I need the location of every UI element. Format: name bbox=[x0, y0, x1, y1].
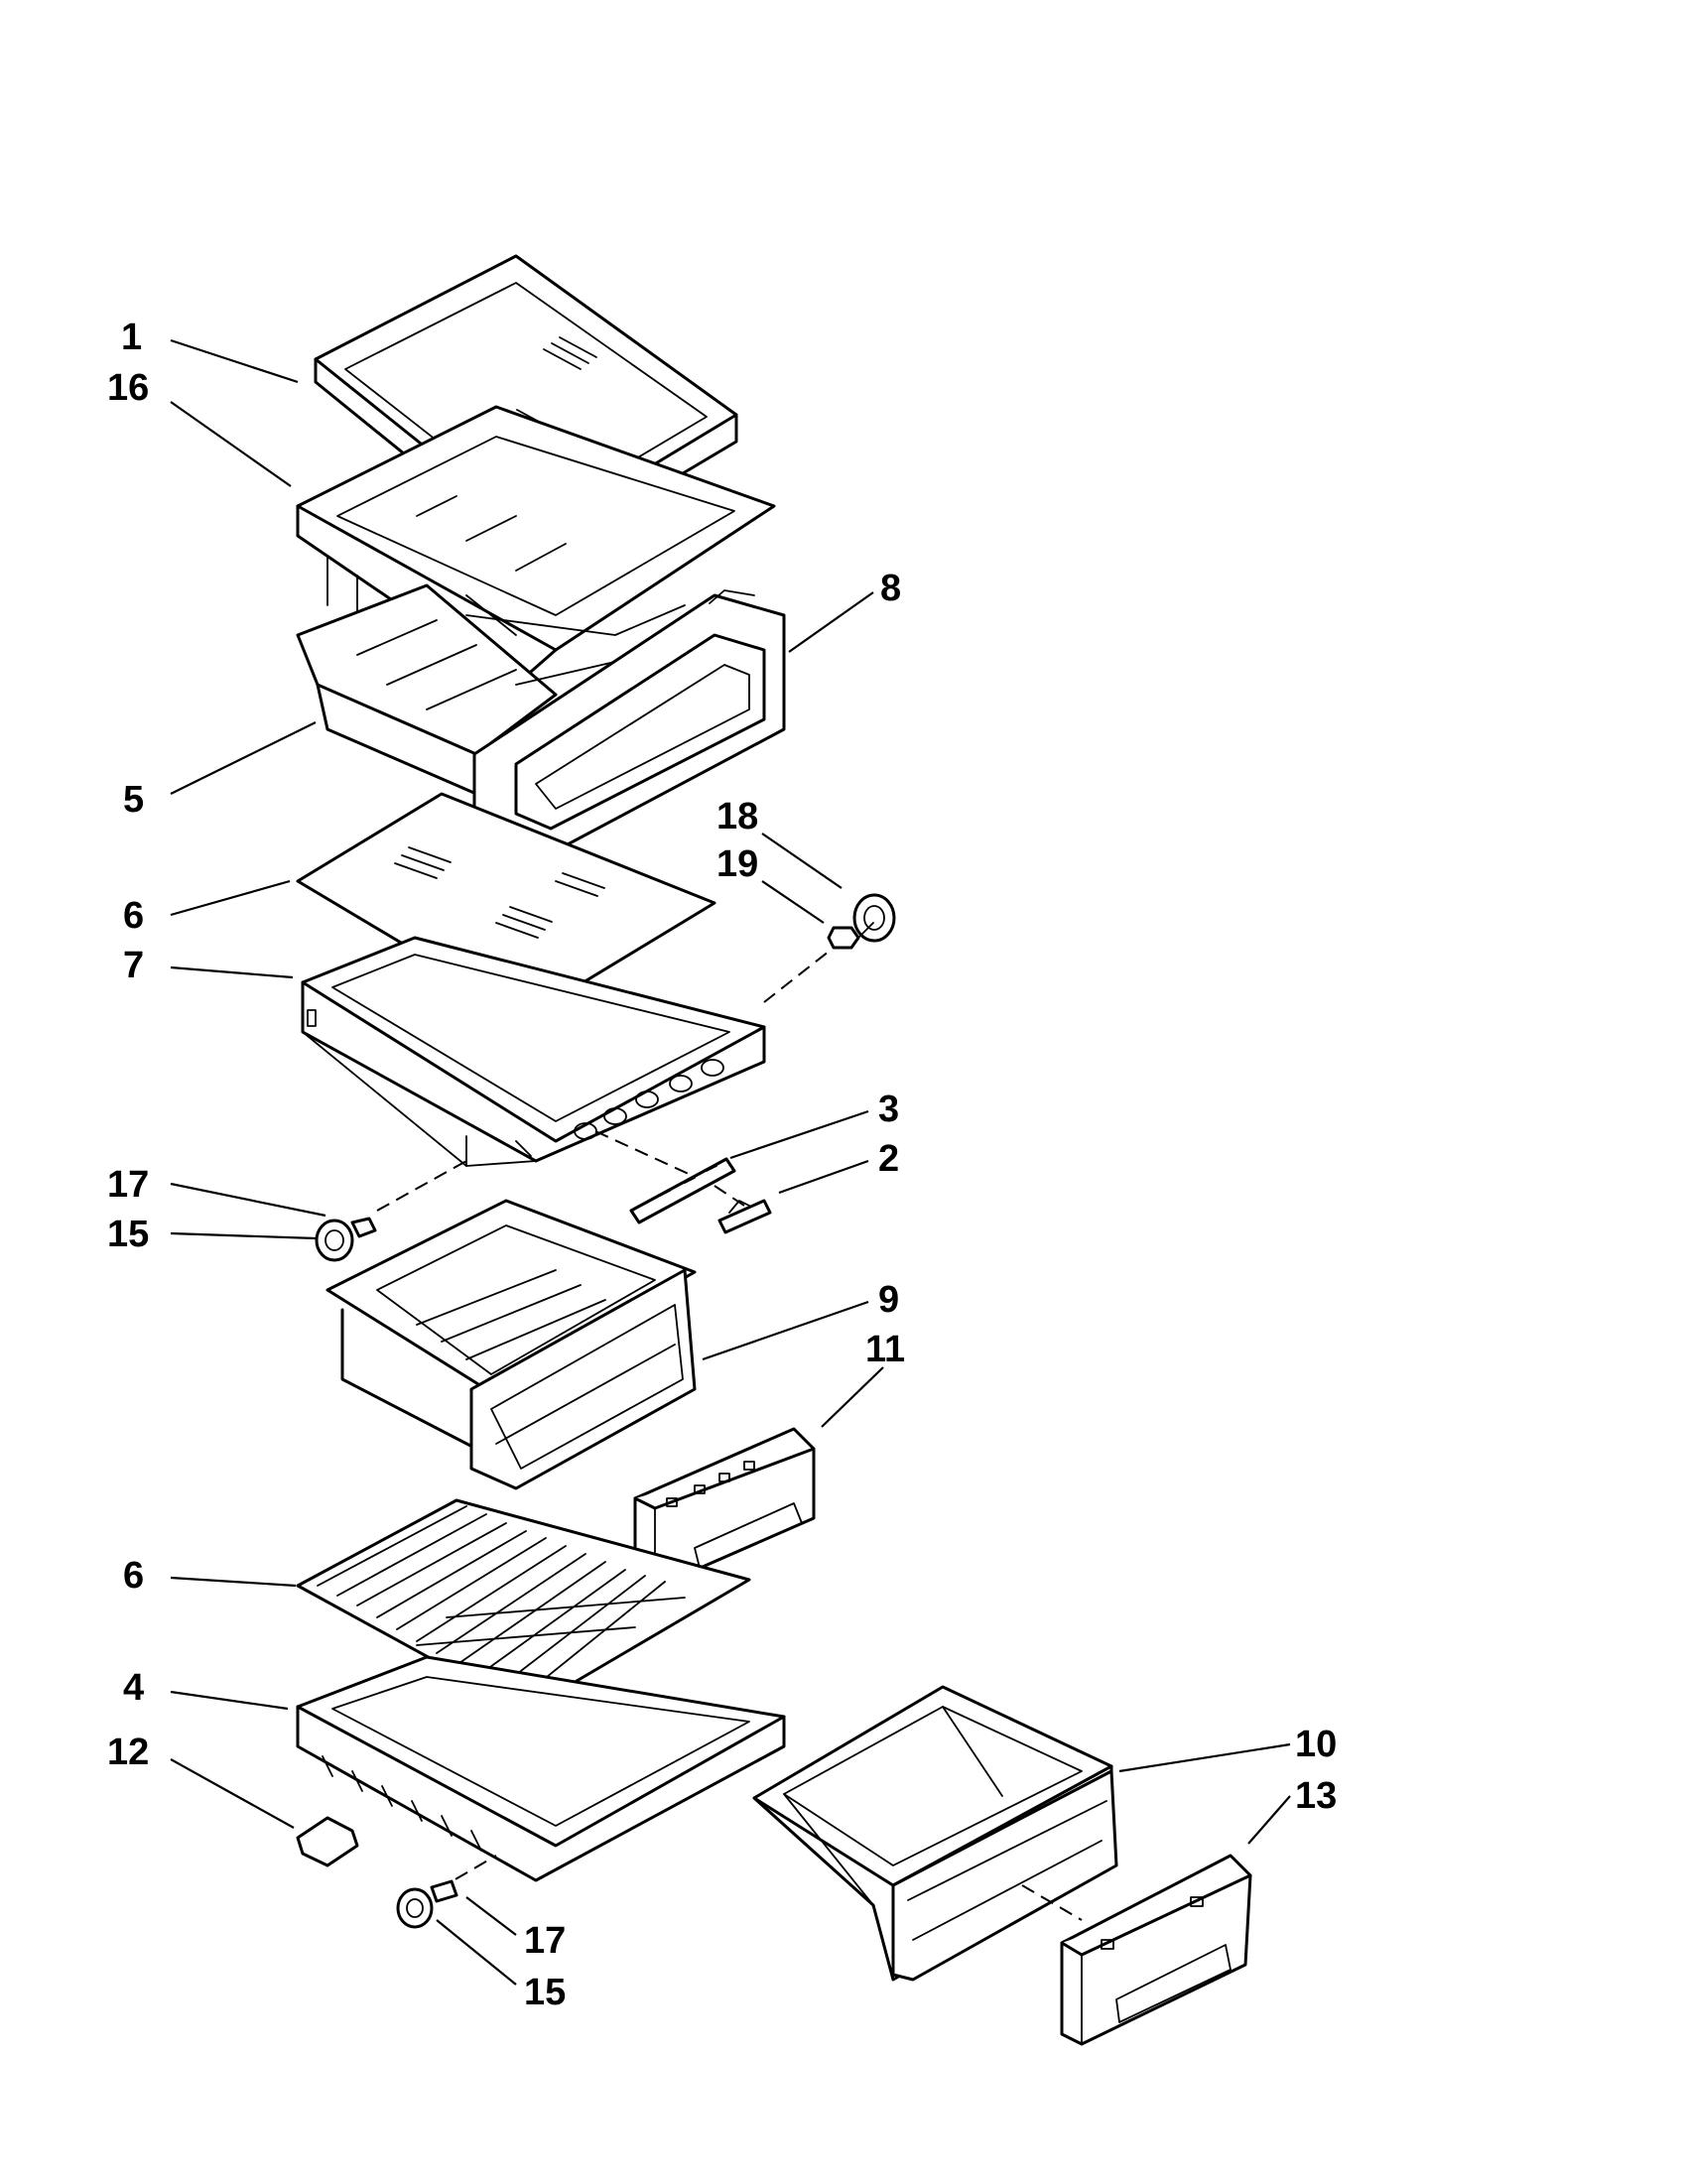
part-label-3: 3 bbox=[878, 1089, 899, 1130]
part-label-7: 7 bbox=[123, 945, 144, 986]
part-label-13: 13 bbox=[1295, 1775, 1337, 1817]
part-17-screw-upper bbox=[350, 1217, 377, 1238]
part-12-cover bbox=[296, 1816, 359, 1867]
part-label-5: 5 bbox=[123, 779, 144, 821]
part-9-crisper-drawer bbox=[325, 1199, 697, 1490]
leader-lines bbox=[170, 338, 1291, 1986]
part-7-shelf-frame bbox=[301, 936, 766, 1167]
part-13-drawer-front bbox=[1060, 1854, 1252, 2046]
part-label-1: 1 bbox=[121, 317, 142, 358]
part-11-drawer-front bbox=[633, 1427, 816, 1590]
part-labels: 1 16 8 5 18 19 6 7 3 2 17 15 9 11 6 4 12… bbox=[107, 317, 1337, 2013]
part-3-slide-rail bbox=[629, 1157, 736, 1224]
part-label-16: 16 bbox=[107, 367, 149, 409]
part-19-screw bbox=[827, 922, 874, 950]
part-label-19: 19 bbox=[716, 843, 758, 885]
part-15-roller-lower bbox=[396, 1887, 434, 1929]
part-2-clip bbox=[717, 1199, 772, 1234]
part-10-lower-crisper bbox=[752, 1685, 1118, 1982]
part-15-roller-upper bbox=[315, 1219, 354, 1262]
part-label-11: 11 bbox=[865, 1329, 905, 1370]
part-label-10: 10 bbox=[1295, 1724, 1337, 1765]
part-label-8: 8 bbox=[880, 568, 901, 609]
part-label-15-upper: 15 bbox=[107, 1214, 149, 1255]
part-16-crisper-cover-frame bbox=[296, 405, 776, 687]
part-label-17-lower: 17 bbox=[524, 1920, 566, 1962]
part-label-6-upper: 6 bbox=[123, 895, 144, 937]
part-label-6-lower: 6 bbox=[123, 1555, 144, 1597]
part-label-15-lower: 15 bbox=[524, 1972, 566, 2013]
part-label-18: 18 bbox=[716, 796, 758, 837]
part-4-shelf-frame bbox=[296, 1655, 786, 1882]
part-label-9: 9 bbox=[878, 1279, 899, 1321]
part-label-17-upper: 17 bbox=[107, 1164, 149, 1206]
part-label-4: 4 bbox=[123, 1667, 144, 1709]
part-label-12: 12 bbox=[107, 1732, 149, 1773]
part-label-2: 2 bbox=[878, 1138, 899, 1180]
part-18-roller bbox=[852, 893, 896, 943]
part-17-screw-lower bbox=[430, 1879, 458, 1903]
part-5-crisper-pan bbox=[296, 583, 686, 796]
